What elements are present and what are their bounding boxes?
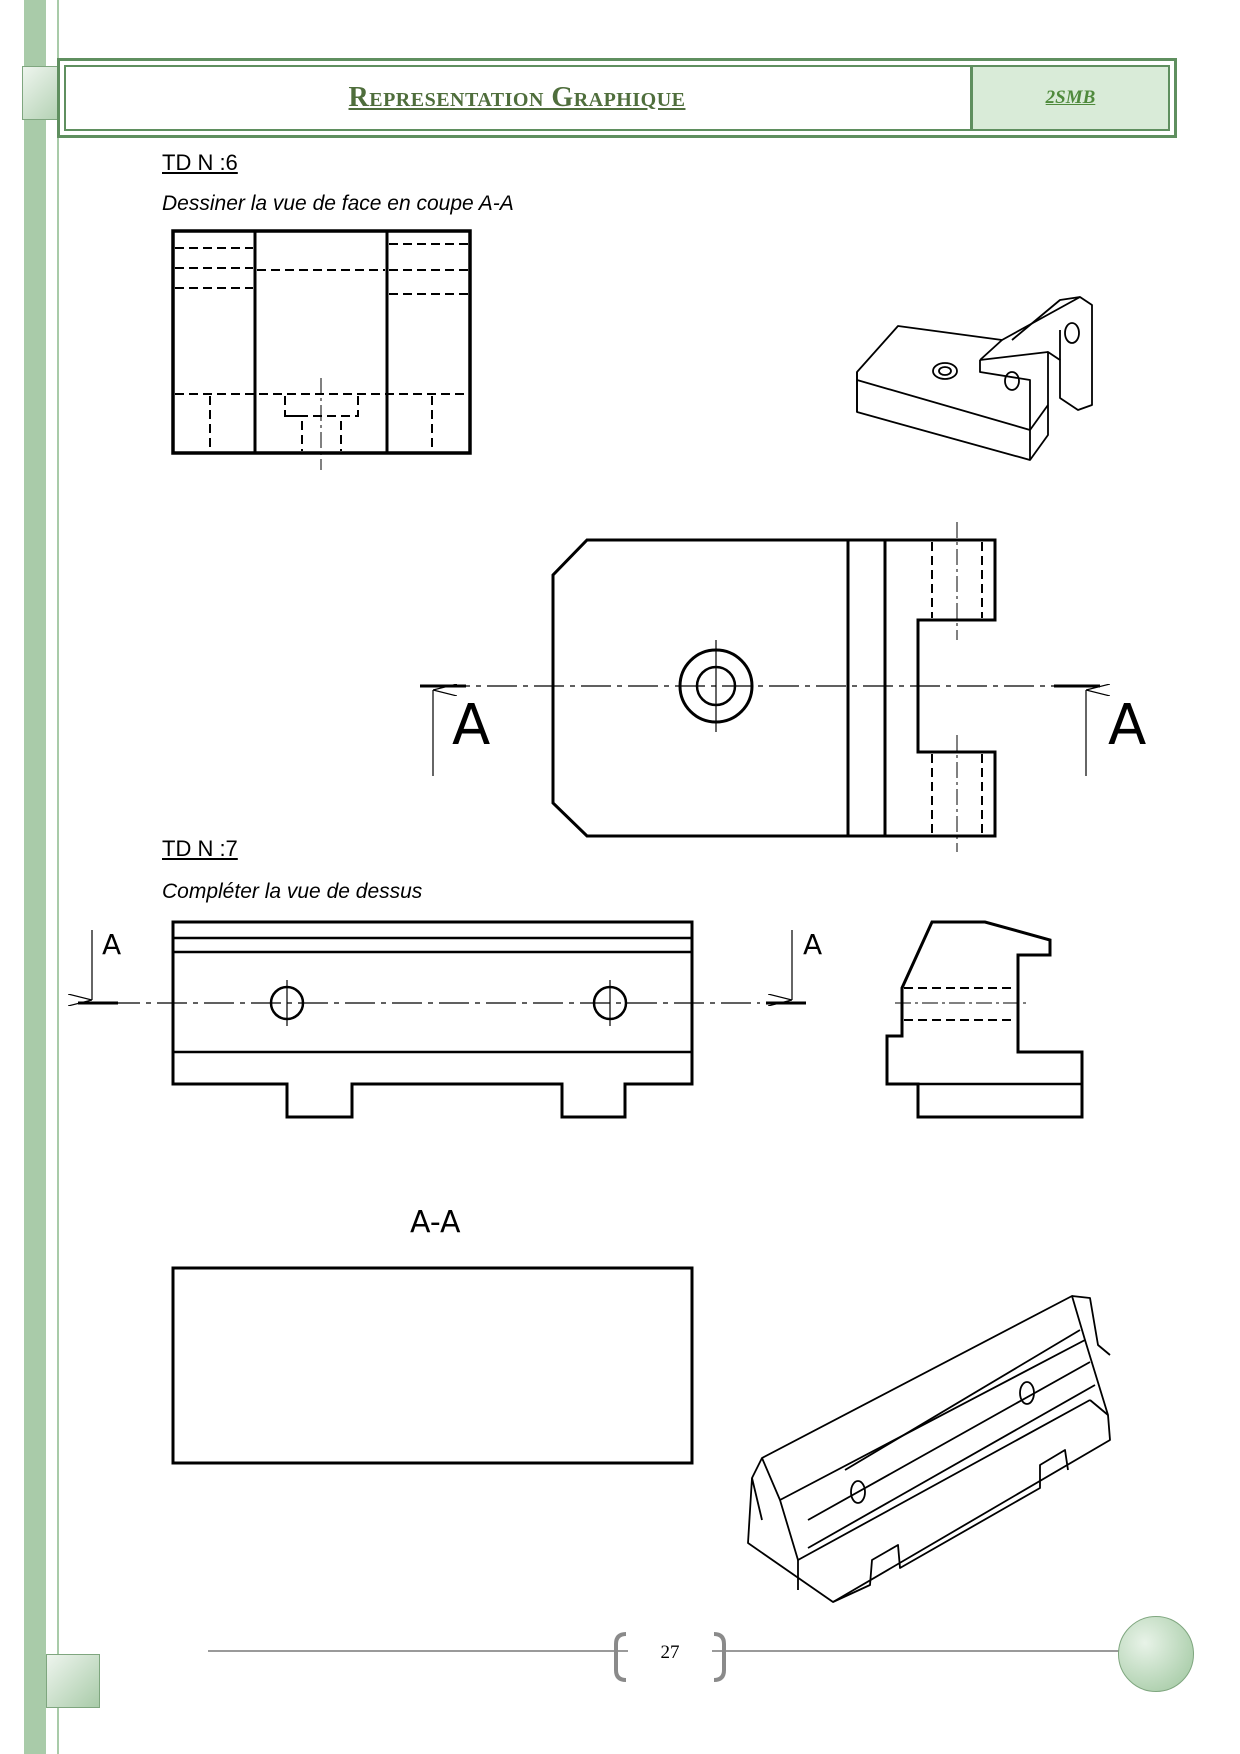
page-number: 27 bbox=[660, 1642, 680, 1663]
footer-line-left bbox=[208, 1650, 628, 1652]
td6-front-view bbox=[171, 229, 472, 470]
exercise-6-instruction: Dessiner la vue de face en coupe A-A bbox=[162, 192, 514, 215]
td7-isometric-piece bbox=[747, 1295, 1111, 1603]
exercise-7-title: TD N :7 bbox=[162, 836, 238, 861]
td7-section-label-right: A bbox=[803, 928, 822, 961]
sidebar-line bbox=[57, 0, 59, 1754]
header-frame: Representation Graphique 2SMB bbox=[64, 65, 1170, 131]
page-header: Representation Graphique 2SMB bbox=[57, 58, 1177, 138]
td6-top-view bbox=[420, 522, 1100, 852]
page-number-brackets bbox=[614, 1632, 726, 1682]
exercise-6-title: TD N :6 bbox=[162, 150, 238, 175]
class-code: 2SMB bbox=[970, 67, 1168, 129]
footer-circle bbox=[1118, 1616, 1194, 1692]
td7-front-view bbox=[78, 920, 806, 1119]
section-view-answer-frame bbox=[171, 1266, 694, 1465]
td6-section-label-right: A bbox=[1108, 693, 1146, 758]
td6-isometric-piece bbox=[856, 296, 1093, 461]
footer-line-right bbox=[712, 1650, 1122, 1652]
exercise-7-instruction: Compléter la vue de dessus bbox=[162, 880, 423, 903]
sidebar-band bbox=[24, 0, 46, 1754]
section-view-title: A-A bbox=[410, 1205, 461, 1240]
page-title: Representation Graphique bbox=[348, 82, 686, 113]
td7-side-view bbox=[885, 920, 1084, 1119]
td6-section-label-left: A bbox=[452, 693, 490, 758]
td7-section-label-left: A bbox=[102, 928, 121, 961]
corner-square-bottom bbox=[46, 1654, 100, 1708]
